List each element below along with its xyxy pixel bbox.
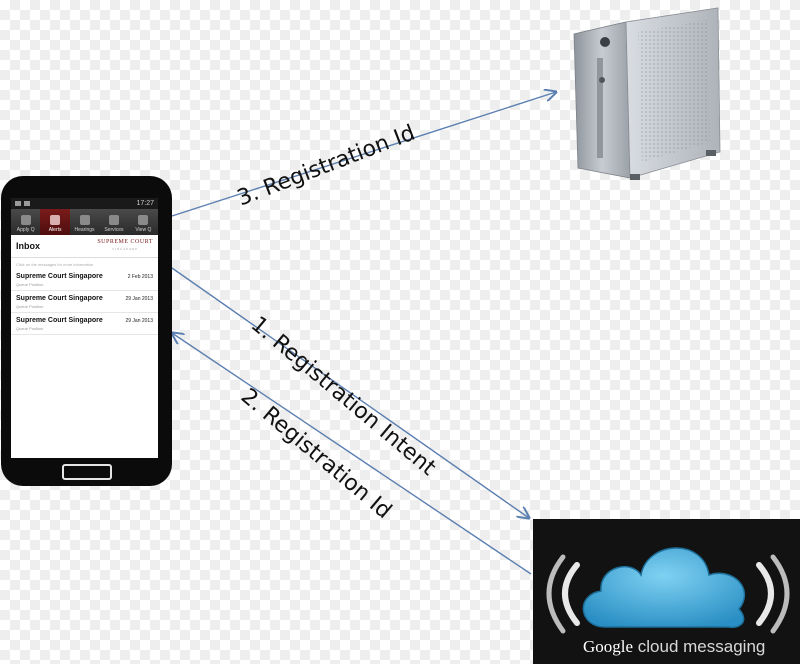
server-tower-icon: [568, 2, 723, 184]
mail-notification-icon: [24, 201, 30, 206]
message-subject: Queue Position: [16, 326, 44, 331]
message-date: 29 Jan 2013: [125, 318, 153, 324]
logo-subtext: SINGAPORE: [112, 247, 139, 251]
gcm-product: cloud messaging: [637, 637, 766, 656]
inbox-header: Inbox SUPREME COURT SINGAPORE: [11, 235, 158, 258]
message-sender: Supreme Court Singapore: [16, 317, 103, 324]
supreme-court-logo: SUPREME COURT SINGAPORE: [97, 239, 153, 253]
person-icon: [20, 215, 31, 225]
arrow-registration-intent: [171, 267, 529, 518]
status-time: 17:27: [136, 200, 154, 207]
message-date: 2 Feb 2013: [127, 274, 153, 280]
alert-icon: [50, 215, 61, 225]
message-date: 29 Jan 2013: [125, 296, 153, 302]
tab-label: Hearings: [74, 227, 95, 233]
gcm-brand: Google: [583, 637, 634, 656]
tab-label: Services: [104, 227, 124, 233]
status-bar: 17:27: [11, 198, 158, 209]
message-item[interactable]: Supreme Court Singapore 2 Feb 2013 Queue…: [11, 269, 158, 291]
message-item[interactable]: Supreme Court Singapore 29 Jan 2013 Queu…: [11, 291, 158, 313]
smartphone: 17:27 Apply Q Alerts Hearings Services V…: [1, 176, 172, 486]
message-sender: Supreme Court Singapore: [16, 273, 103, 280]
scales-icon: [79, 215, 90, 225]
arrow-registration-id-to-phone: [172, 333, 532, 575]
q-icon: [138, 215, 149, 225]
message-subject: Queue Position: [16, 304, 44, 309]
gcm-wordmark: Google cloud messaging: [583, 637, 765, 657]
tab-label: View Q: [135, 227, 152, 233]
tab-alerts[interactable]: Alerts: [40, 209, 70, 235]
google-cloud-messaging-panel: Google cloud messaging: [533, 519, 800, 664]
tab-view-q[interactable]: View Q: [129, 209, 158, 235]
tab-label: Alerts: [48, 227, 62, 233]
message-item[interactable]: Supreme Court Singapore 29 Jan 2013 Queu…: [11, 313, 158, 335]
tab-hearings[interactable]: Hearings: [70, 209, 99, 235]
inbox-title: Inbox: [16, 241, 40, 251]
people-icon: [108, 215, 119, 225]
message-sender: Supreme Court Singapore: [16, 295, 103, 302]
image-notification-icon: [15, 201, 21, 206]
notification-icons: [15, 201, 30, 206]
tab-label: Apply Q: [16, 227, 35, 233]
phone-screen: 17:27 Apply Q Alerts Hearings Services V…: [11, 198, 158, 458]
app-tabbar: Apply Q Alerts Hearings Services View Q: [11, 209, 158, 235]
cloud-broadcast-icon: [546, 547, 790, 634]
inbox-hint: Click on the messages for more informati…: [16, 262, 94, 267]
home-button[interactable]: [62, 464, 112, 480]
message-subject: Queue Position: [16, 282, 44, 287]
arrow-registration-id-to-server: [171, 92, 556, 217]
tab-apply-q[interactable]: Apply Q: [11, 209, 40, 235]
logo-text: SUPREME COURT: [97, 239, 153, 245]
tab-services[interactable]: Services: [99, 209, 128, 235]
